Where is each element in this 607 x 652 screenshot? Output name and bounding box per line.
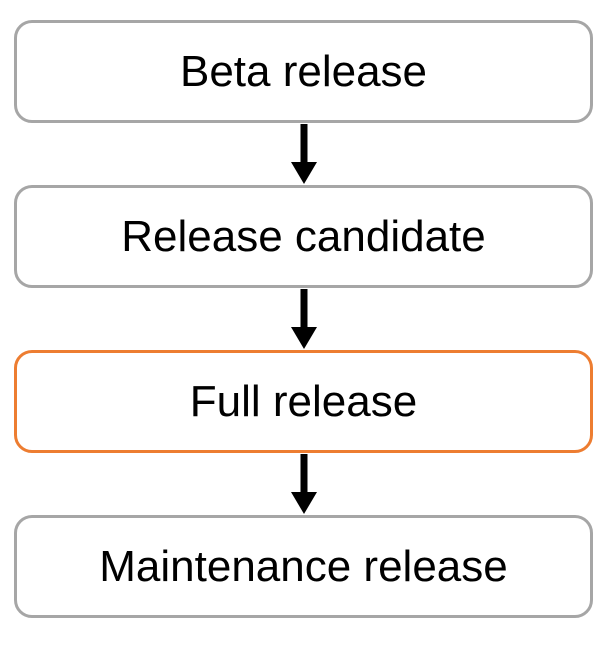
flow-node-maintenance-release: Maintenance release: [14, 515, 593, 618]
flow-node-label: Release candidate: [121, 211, 486, 261]
connector: [14, 123, 593, 185]
arrow-down-icon: [290, 454, 317, 514]
connector: [14, 453, 593, 515]
arrow-down-icon: [290, 124, 317, 184]
flow-node-beta-release: Beta release: [14, 20, 593, 123]
arrow-down-icon: [290, 289, 317, 349]
flow-node-full-release: Full release: [14, 350, 593, 453]
flow-node-label: Full release: [189, 376, 418, 426]
connector: [14, 288, 593, 350]
flow-node-label: Maintenance release: [99, 541, 508, 591]
flow-node-label: Beta release: [179, 46, 428, 96]
flow-node-release-candidate: Release candidate: [14, 185, 593, 288]
